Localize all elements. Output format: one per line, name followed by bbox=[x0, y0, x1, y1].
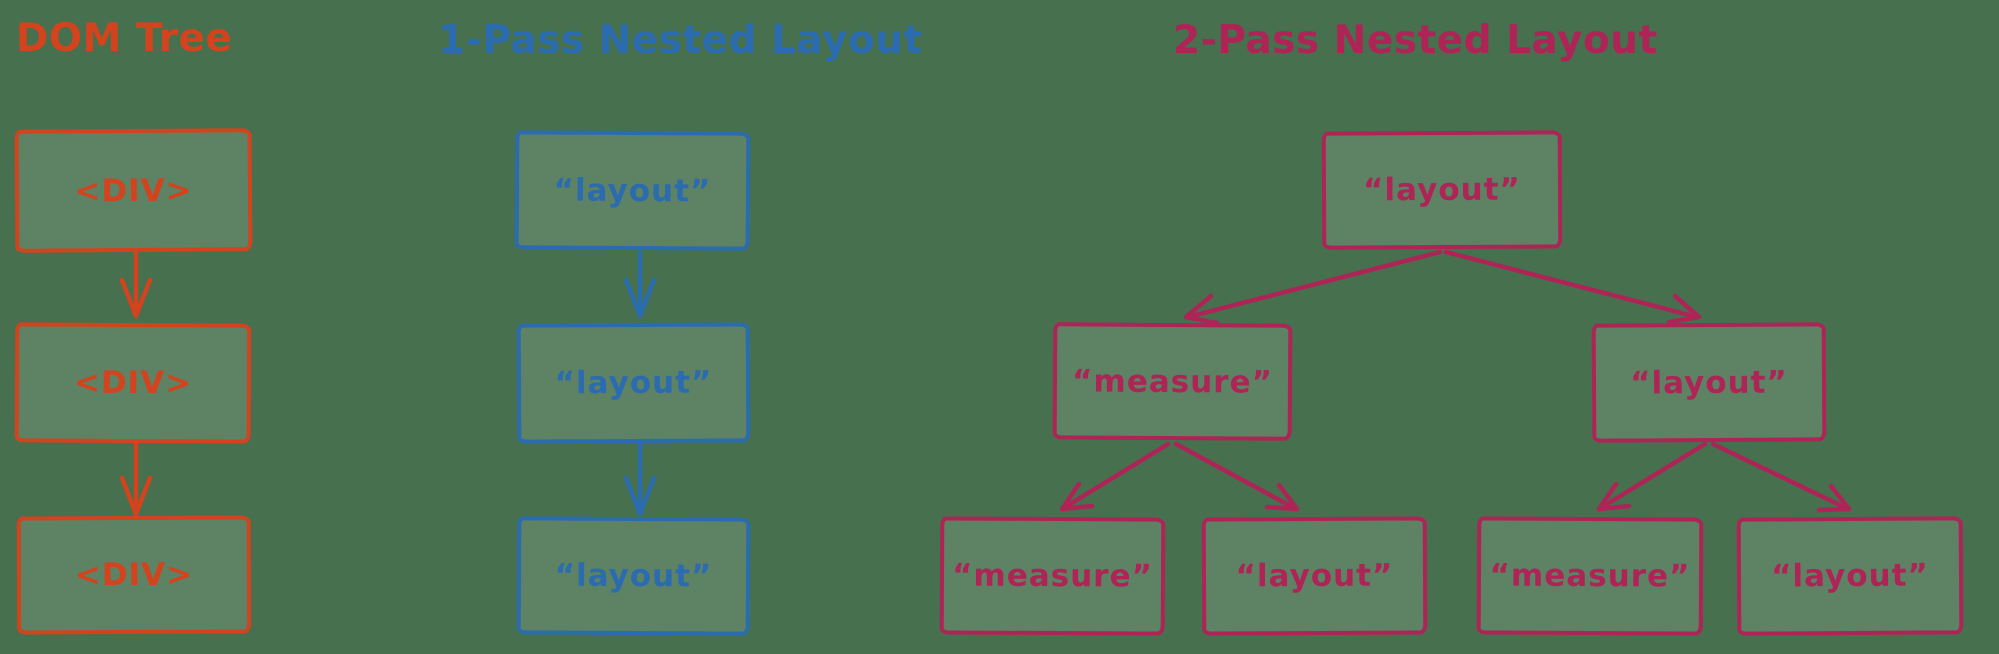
node-2pass-layout-lr: “layout” bbox=[1201, 516, 1428, 636]
node-label: “measure” bbox=[1071, 362, 1274, 401]
title-dom-tree: DOM Tree bbox=[16, 16, 233, 61]
node-1pass-layout-2: “layout” bbox=[516, 322, 751, 444]
one-pass-arrows bbox=[623, 249, 657, 517]
title-two-pass-nested-layout: 2-Pass Nested Layout bbox=[1173, 18, 1658, 63]
node-label: <DIV> bbox=[73, 364, 193, 402]
node-label: “measure” bbox=[951, 557, 1153, 595]
node-label: “layout” bbox=[553, 172, 712, 209]
arrow-line bbox=[1173, 441, 1299, 512]
node-label: “measure” bbox=[1489, 557, 1691, 595]
arrow-head bbox=[119, 475, 153, 517]
node-1pass-layout-1: “layout” bbox=[514, 130, 751, 251]
node-2pass-root-layout: “layout” bbox=[1321, 130, 1563, 250]
node-1pass-layout-3: “layout” bbox=[516, 516, 751, 636]
arrow-head bbox=[1264, 482, 1300, 512]
arrow-head bbox=[623, 475, 657, 517]
node-dom-div-3: <DIV> bbox=[16, 515, 252, 635]
node-dom-div-2: <DIV> bbox=[14, 322, 252, 444]
node-label: “layout” bbox=[1235, 557, 1394, 595]
node-label: “layout” bbox=[1363, 171, 1521, 209]
node-2pass-layout-rr: “layout” bbox=[1736, 516, 1964, 636]
node-label: <DIV> bbox=[74, 556, 194, 594]
node-2pass-measure-left: “measure” bbox=[1052, 322, 1293, 441]
dom-tree-arrows bbox=[119, 250, 153, 517]
node-label: <DIV> bbox=[74, 172, 193, 209]
arrow-line bbox=[1596, 441, 1708, 512]
arrow-line bbox=[1710, 441, 1851, 512]
arrow-head bbox=[1666, 293, 1702, 325]
node-label: “layout” bbox=[1630, 364, 1788, 401]
node-2pass-measure-ll: “measure” bbox=[939, 516, 1166, 636]
arrow-head bbox=[623, 277, 657, 319]
arrow-head bbox=[1183, 293, 1220, 326]
arrow-head bbox=[1816, 483, 1852, 513]
arrow-head bbox=[1059, 481, 1095, 512]
arrow-head bbox=[119, 277, 153, 319]
two-pass-arrows bbox=[1059, 249, 1852, 513]
node-label: “layout” bbox=[554, 364, 713, 402]
arrow-line bbox=[1443, 249, 1700, 320]
arrow-line bbox=[1059, 441, 1171, 512]
node-label: “layout” bbox=[1771, 557, 1929, 595]
node-2pass-measure-rl: “measure” bbox=[1476, 516, 1704, 636]
arrow-head bbox=[1596, 481, 1632, 512]
title-one-pass-nested-layout: 1-Pass Nested Layout bbox=[438, 18, 923, 63]
node-2pass-layout-right: “layout” bbox=[1591, 322, 1827, 443]
node-label: “layout” bbox=[554, 557, 713, 595]
node-dom-div-1: <DIV> bbox=[14, 128, 253, 253]
arrow-line bbox=[1185, 249, 1443, 320]
